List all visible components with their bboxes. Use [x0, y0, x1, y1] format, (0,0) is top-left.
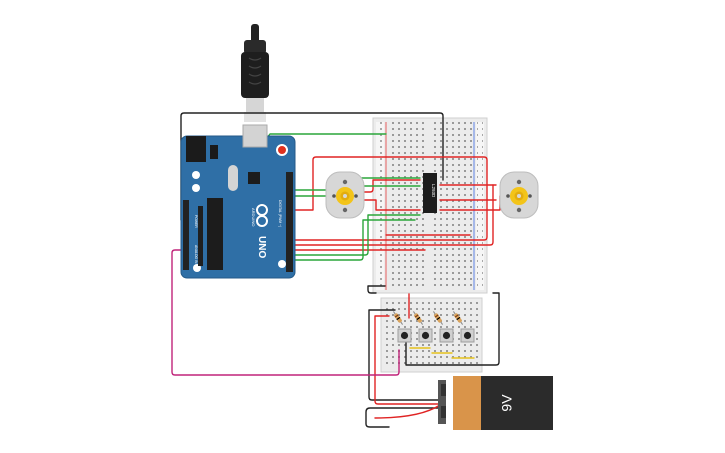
- push-button[interactable]: [418, 328, 433, 343]
- wire-black-battery-low: [365, 407, 445, 428]
- wire-red-battery-2: [374, 404, 441, 419]
- power-jack: [186, 136, 206, 162]
- reset-button[interactable]: [276, 144, 288, 156]
- wire-magenta: [171, 249, 400, 376]
- dc-motor-left[interactable]: [325, 171, 365, 219]
- board-label-arduino: ARDUINO: [251, 208, 256, 226]
- resistor[interactable]: [392, 310, 404, 325]
- board-label-power: POWER: [194, 215, 198, 228]
- push-button[interactable]: [397, 328, 412, 343]
- wire-black-top: [180, 112, 444, 221]
- analog-header: [183, 200, 189, 270]
- mount-hole: [278, 260, 286, 268]
- wire-black-mid: [367, 285, 386, 294]
- push-button[interactable]: [439, 328, 454, 343]
- push-buttons: [397, 328, 475, 343]
- mount-hole: [192, 184, 200, 192]
- resistors: [392, 310, 464, 325]
- arduino-logo: [256, 204, 268, 227]
- crystal: [228, 165, 238, 191]
- resistor[interactable]: [412, 310, 424, 325]
- board-label-analog: ANALOG IN: [194, 245, 198, 264]
- usb-port: [242, 124, 268, 148]
- arduino-uno[interactable]: UNO ARDUINO DIGITAL (PWM ~) POWER ANALOG…: [180, 124, 296, 279]
- wire-green-3: [293, 219, 416, 261]
- wire-red-battery: [374, 315, 445, 405]
- motor-driver-chip[interactable]: L293D: [423, 173, 437, 213]
- resistor[interactable]: [452, 310, 464, 325]
- dc-motor-right[interactable]: [499, 171, 539, 219]
- wire-red-motor-l2: [363, 199, 421, 211]
- wire-black-battery: [368, 309, 445, 401]
- board-label-digital: DIGITAL (PWM ~): [278, 200, 282, 227]
- wire-red-arduino-2: [293, 184, 494, 246]
- usb-cable[interactable]: [241, 24, 269, 122]
- battery-label: 9V: [499, 394, 515, 412]
- atmega-chip: [207, 198, 223, 270]
- resistor[interactable]: [432, 310, 444, 325]
- digital-header: [286, 172, 293, 272]
- breadboard-main[interactable]: [372, 117, 488, 294]
- wire-black-right: [405, 292, 500, 366]
- chip-label: L293D: [431, 184, 436, 198]
- mount-hole: [192, 171, 200, 179]
- push-button[interactable]: [460, 328, 475, 343]
- wire-red-motor-l: [363, 179, 421, 193]
- wire-red-arduino-1: [293, 156, 488, 241]
- wire-green-2: [293, 214, 421, 256]
- battery-9v[interactable]: 9V: [438, 376, 553, 430]
- board-label-uno: UNO: [256, 236, 267, 258]
- small-chip: [248, 172, 260, 184]
